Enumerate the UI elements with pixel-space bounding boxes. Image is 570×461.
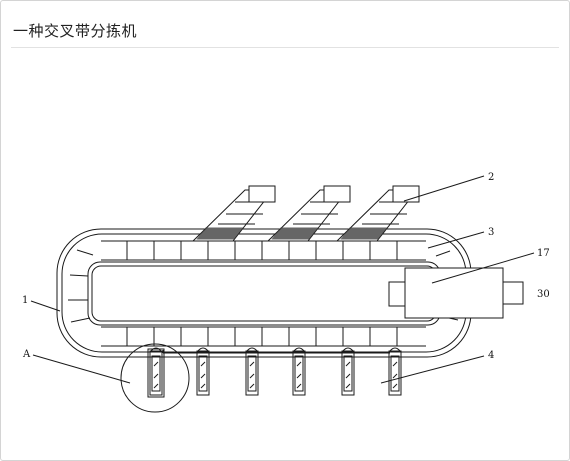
port-hook xyxy=(150,347,162,352)
port-tick xyxy=(392,373,398,379)
page-title: 一种交叉带分拣机 xyxy=(13,22,138,40)
callout-2: 2 xyxy=(488,172,494,183)
leader-1 xyxy=(30,300,61,312)
drive-end-cap xyxy=(388,281,408,307)
leader-a xyxy=(32,354,131,384)
unloading-port xyxy=(388,347,402,396)
feeding-chute xyxy=(266,185,351,242)
cart-divider-curve xyxy=(435,250,451,257)
port-tick xyxy=(200,361,206,367)
port-tick xyxy=(200,373,206,379)
port-inner xyxy=(247,355,257,392)
chute-end-box xyxy=(323,185,351,203)
port-tick xyxy=(296,383,302,389)
port-tick xyxy=(392,361,398,367)
port-tick xyxy=(392,383,398,389)
port-frame xyxy=(196,350,210,396)
drive-shaft xyxy=(502,281,524,305)
port-inner xyxy=(151,355,161,392)
port-tick xyxy=(153,383,159,389)
cart-divider-curve xyxy=(76,249,94,256)
port-hook xyxy=(342,347,354,352)
port-tick xyxy=(345,373,351,379)
unloading-port xyxy=(341,347,355,396)
detail-circle-a xyxy=(120,343,190,413)
cart-divider-curve xyxy=(70,317,91,323)
port-hook xyxy=(246,347,258,352)
port-tick xyxy=(153,373,159,379)
port-tick xyxy=(200,383,206,389)
leader-2 xyxy=(403,175,485,202)
callout-4: 4 xyxy=(488,350,494,361)
unloading-port xyxy=(196,347,210,396)
port-tick xyxy=(249,373,255,379)
chute-hatch xyxy=(271,227,319,240)
port-frame xyxy=(149,350,163,396)
port-frame-highlight xyxy=(147,348,165,398)
unloading-port xyxy=(147,347,165,398)
unloading-port xyxy=(292,347,306,396)
leader-3 xyxy=(427,231,485,249)
feeding-chute xyxy=(191,185,276,242)
chute-end-box xyxy=(248,185,276,203)
drive-unit-body xyxy=(404,267,504,319)
callout-1: 1 xyxy=(22,295,28,306)
unloading-ports xyxy=(147,347,402,398)
port-frame xyxy=(341,350,355,396)
callout-3: 3 xyxy=(488,227,494,238)
unloading-port xyxy=(245,347,259,396)
cart-divider-curve xyxy=(69,274,89,277)
chute-end-box xyxy=(392,185,420,203)
feeding-chutes xyxy=(191,185,420,242)
chute-hatch xyxy=(196,227,244,240)
port-frame xyxy=(292,350,306,396)
callout-a: A xyxy=(22,349,31,360)
sorting-carts xyxy=(68,241,459,346)
inner-island xyxy=(87,261,441,326)
leader-17 xyxy=(431,252,535,284)
port-frame xyxy=(245,350,259,396)
port-hook xyxy=(293,347,305,352)
port-tick xyxy=(153,361,159,367)
port-inner xyxy=(294,355,304,392)
port-inner xyxy=(390,355,400,392)
port-tick xyxy=(296,373,302,379)
title-divider xyxy=(11,47,559,48)
chute-hatch xyxy=(340,227,388,240)
port-frame xyxy=(388,350,402,396)
callout-30: 30 xyxy=(537,289,550,300)
port-tick xyxy=(296,361,302,367)
port-tick xyxy=(249,383,255,389)
port-inner xyxy=(343,355,353,392)
inner-island-line xyxy=(91,265,437,322)
callout-17: 17 xyxy=(537,248,550,259)
port-inner xyxy=(198,355,208,392)
port-hook xyxy=(389,347,401,352)
port-tick xyxy=(345,361,351,367)
port-hook xyxy=(197,347,209,352)
leader-4 xyxy=(380,355,485,384)
feeding-chute xyxy=(335,185,420,242)
port-tick xyxy=(345,383,351,389)
port-tick xyxy=(249,361,255,367)
